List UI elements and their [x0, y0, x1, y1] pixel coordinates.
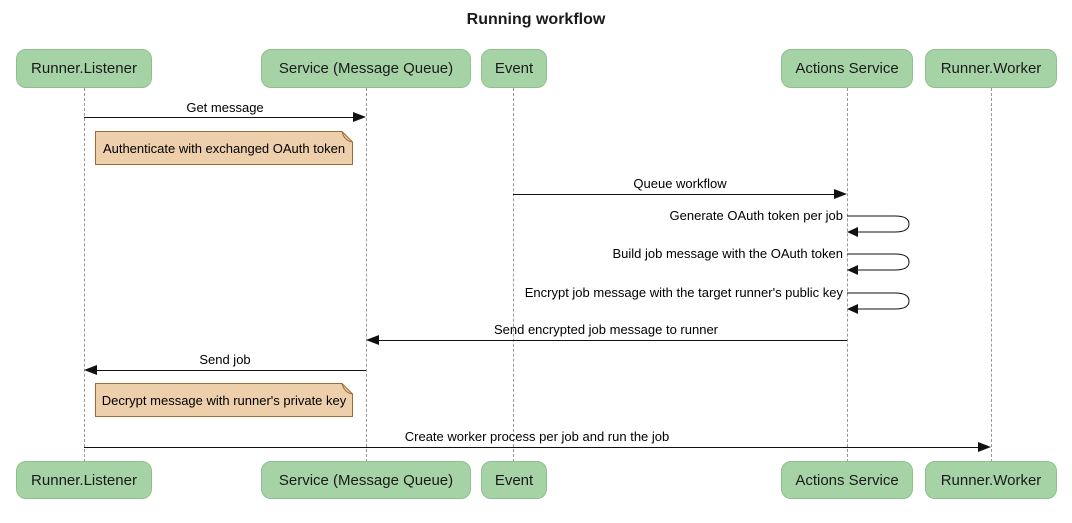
message-line-create-worker: [84, 447, 978, 448]
actor-bottom-service-message-queue: Service (Message Queue): [261, 461, 471, 499]
message-label-encrypt-job-message: Encrypt job message with the target runn…: [524, 285, 843, 300]
diagram-title: Running workflow: [466, 11, 606, 28]
note-fold-icon: [341, 383, 353, 395]
self-loop-arrow: [847, 215, 910, 237]
actor-bottom-runner-worker: Runner.Worker: [925, 461, 1057, 499]
actor-bottom-actions-service: Actions Service: [781, 461, 913, 499]
message-label-send-encrypted: Send encrypted job message to runner: [493, 322, 719, 337]
note-shape: [95, 383, 353, 417]
arrowhead-left-icon: [366, 335, 379, 345]
self-loop-curve: [847, 215, 910, 233]
note-outline: [95, 383, 353, 417]
message-label-create-worker: Create worker process per job and run th…: [404, 429, 670, 444]
self-loop-arrow: [847, 292, 910, 314]
actor-top-service-message-queue: Service (Message Queue): [261, 49, 471, 88]
lifeline-runner-worker: [991, 88, 992, 462]
note-shape: [95, 131, 353, 165]
lifeline-runner-listener: [84, 88, 85, 462]
self-loop-curve: [847, 292, 910, 310]
note-text: Decrypt message with runner's private ke…: [101, 392, 347, 408]
lifeline-service-message-queue: [366, 88, 367, 462]
arrowhead-right-icon: [978, 442, 991, 452]
message-label-generate-oauth-token: Generate OAuth token per job: [669, 208, 843, 223]
self-loop-curve: [847, 253, 910, 271]
actor-top-runner-listener: Runner.Listener: [16, 49, 152, 88]
message-line-send-encrypted: [379, 340, 847, 341]
message-label-send-job: Send job: [199, 352, 251, 367]
message-label-build-job-message: Build job message with the OAuth token: [612, 246, 843, 261]
note-fold-icon: [341, 131, 353, 143]
note-text: Authenticate with exchanged OAuth token: [102, 140, 346, 156]
arrowhead-left-icon: [847, 265, 858, 275]
message-line-queue-workflow: [513, 194, 835, 195]
message-label-queue-workflow: Queue workflow: [633, 176, 727, 191]
message-line-get-message: [84, 117, 354, 118]
arrowhead-right-icon: [834, 189, 847, 199]
note-authenticate: Authenticate with exchanged OAuth token: [95, 131, 353, 165]
message-line-send-job: [97, 370, 366, 371]
lifeline-actions-service: [847, 88, 848, 462]
actor-bottom-event: Event: [481, 461, 547, 499]
message-label-get-message: Get message: [186, 100, 264, 115]
actor-top-actions-service: Actions Service: [781, 49, 913, 88]
note-outline: [95, 131, 353, 165]
self-loop-arrow: [847, 253, 910, 275]
note-decrypt: Decrypt message with runner's private ke…: [95, 383, 353, 417]
arrowhead-left-icon: [847, 227, 858, 237]
lifeline-event: [513, 88, 514, 462]
arrowhead-right-icon: [353, 112, 366, 122]
actor-top-runner-worker: Runner.Worker: [925, 49, 1057, 88]
arrowhead-left-icon: [84, 365, 97, 375]
actor-top-event: Event: [481, 49, 547, 88]
arrowhead-left-icon: [847, 304, 858, 314]
actor-bottom-runner-listener: Runner.Listener: [16, 461, 152, 499]
